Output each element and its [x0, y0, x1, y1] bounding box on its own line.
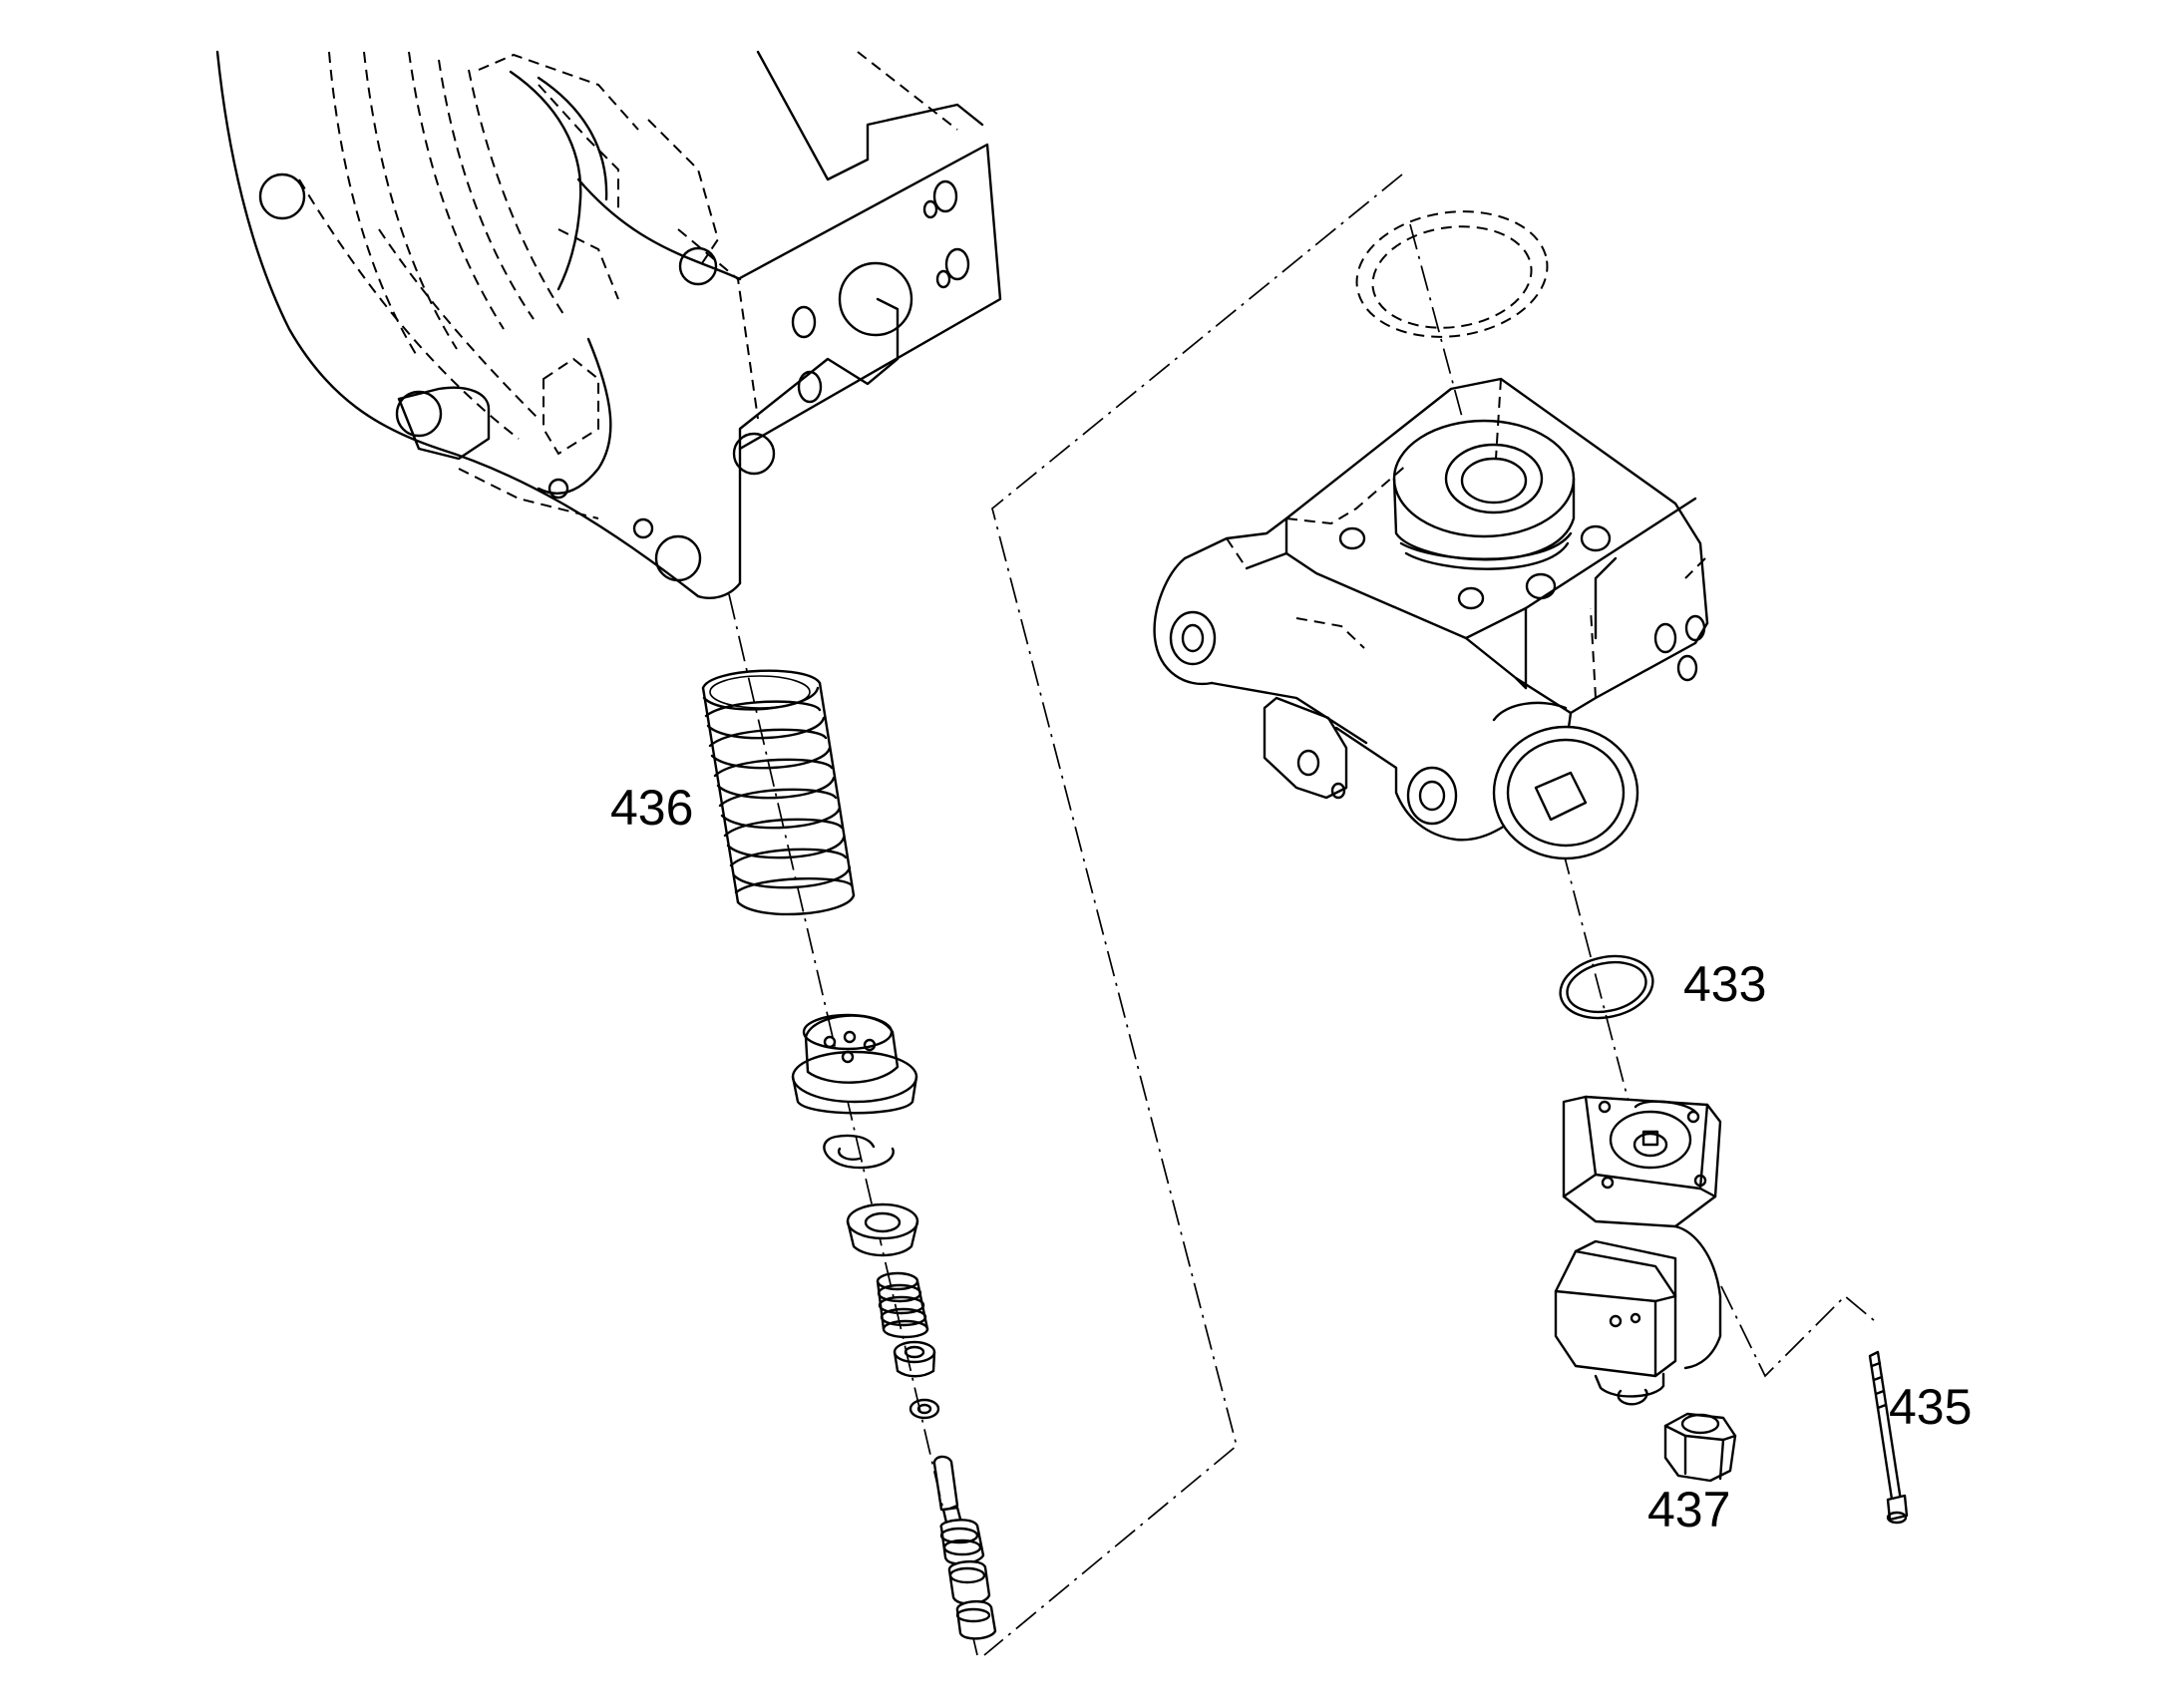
callout-436: 436: [610, 780, 693, 836]
o-ring-large: [1355, 210, 1549, 338]
valve-seat: [846, 1202, 919, 1257]
transmission-housing: [215, 50, 1002, 599]
valve-spring-small: [876, 1271, 929, 1339]
valve-plug: [893, 1340, 936, 1378]
bolt-435: [1868, 1350, 1909, 1525]
valve-block: [1153, 377, 1709, 860]
callout-437: 437: [1647, 1482, 1730, 1537]
o-ring-433: [1559, 954, 1654, 1020]
nut-437: [1663, 1412, 1737, 1483]
bolt-path-line: [1720, 1285, 1876, 1378]
spring-436: [701, 669, 856, 916]
snap-ring: [823, 1134, 895, 1170]
retainer-cap: [791, 1013, 918, 1115]
callout-435: 435: [1889, 1379, 1972, 1435]
assembly-path-line: [983, 173, 1403, 1656]
valve-spool: [932, 1455, 997, 1640]
callout-433: 433: [1683, 956, 1766, 1012]
solenoid-valve: [1554, 1095, 1722, 1406]
washer-small: [908, 1398, 940, 1420]
